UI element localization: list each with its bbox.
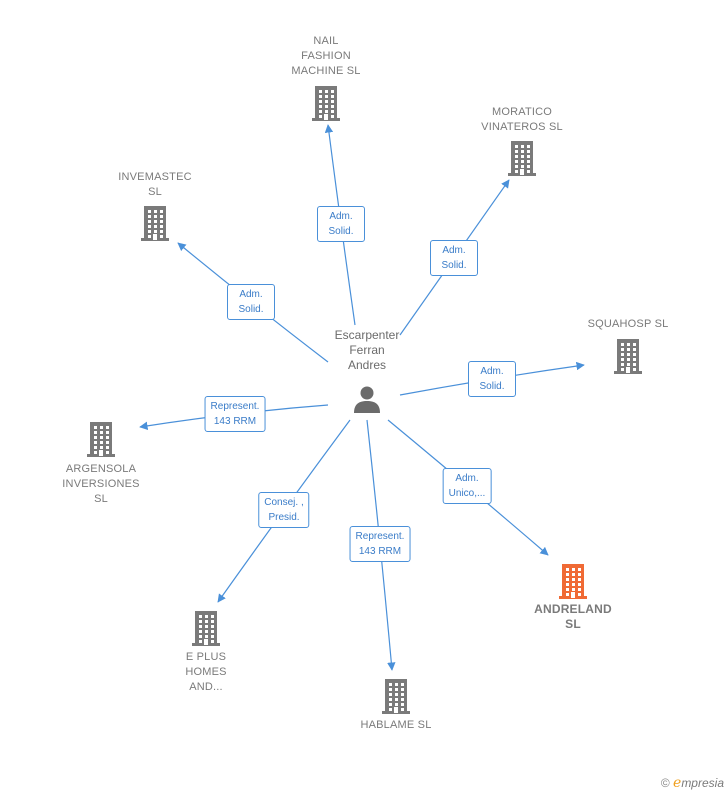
building-icon[interactable] — [558, 563, 588, 599]
company-label[interactable]: NAIL FASHION MACHINE SL — [291, 35, 361, 77]
company-label[interactable]: INVEMASTEC SL — [118, 171, 192, 198]
brand-logo-text: mpresia — [681, 776, 724, 790]
building-icon[interactable] — [613, 338, 643, 374]
relation-label-nail[interactable]: Adm. Solid. — [317, 206, 365, 242]
building-icon[interactable] — [191, 610, 221, 646]
company-label[interactable]: ARGENSOLA INVERSIONES SL — [62, 463, 140, 505]
person-icon — [354, 386, 380, 413]
building-icon[interactable] — [311, 85, 341, 121]
copyright-symbol: © — [660, 776, 670, 790]
company-label[interactable]: E PLUS HOMES AND... — [185, 651, 227, 693]
company-label[interactable]: MORATICO VINATEROS SL — [481, 106, 563, 133]
relation-label-hablame[interactable]: Represent. 143 RRM — [349, 526, 411, 562]
brand-watermark: © empresia — [661, 775, 724, 791]
building-icon[interactable] — [381, 678, 411, 714]
company-label[interactable]: HABLAME SL — [360, 719, 432, 731]
relation-label-squahosp[interactable]: Adm. Solid. — [468, 361, 516, 397]
relation-label-andreland[interactable]: Adm. Unico,... — [442, 468, 492, 504]
relation-label-invemastec[interactable]: Adm. Solid. — [227, 284, 275, 320]
building-icon[interactable] — [86, 421, 116, 457]
center-person-label: Escarpenter Ferran Andres — [334, 328, 400, 372]
relation-label-moratico[interactable]: Adm. Solid. — [430, 240, 478, 276]
building-icon[interactable] — [507, 140, 537, 176]
building-icon[interactable] — [140, 205, 170, 241]
company-label[interactable]: SQUAHOSP SL — [587, 318, 669, 330]
relation-label-eplus[interactable]: Consej. , Presid. — [258, 492, 310, 528]
brand-logo-e: e — [673, 775, 682, 791]
company-label[interactable]: ANDRELAND SL — [534, 602, 612, 631]
relation-label-argensola[interactable]: Represent. 143 RRM — [204, 396, 266, 432]
